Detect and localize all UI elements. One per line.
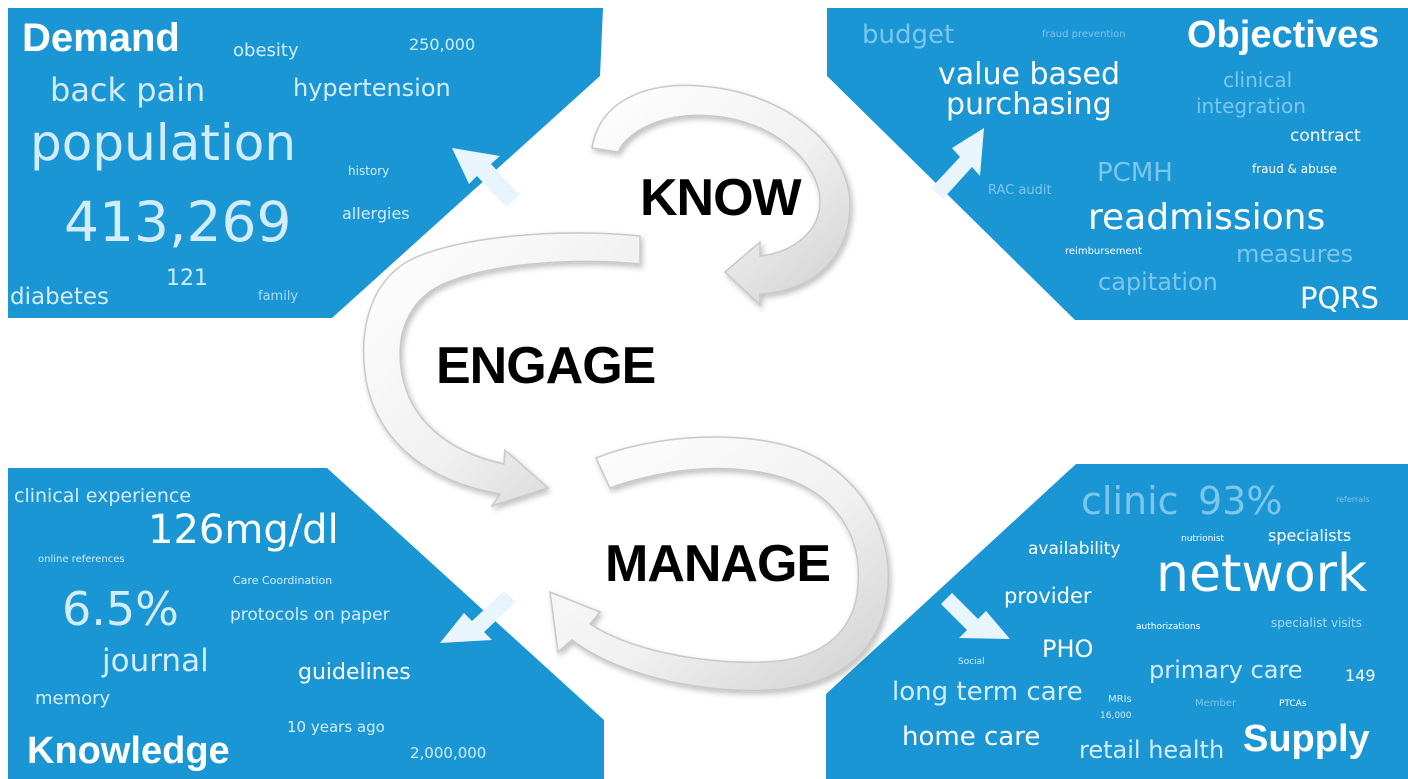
objectives-panel-background [827,8,1408,320]
objectives-word: PQRS [1300,281,1379,315]
manage-label: MANAGE [605,535,831,593]
knowledge-panel-background [8,468,604,779]
knowledge-word: protocols on paper [230,605,390,625]
demand-panel-background [8,8,603,318]
objectives-word: capitation [1098,268,1218,296]
knowledge-panel: clinical experience 126mg/dl online refe… [0,462,606,779]
supply-word: provider [1004,584,1092,608]
supply-word: 149 [1345,666,1376,685]
supply-word: network [1156,544,1368,604]
supply-word: MRIs [1108,694,1132,705]
objectives-word: reimbursement [1065,246,1142,257]
engage-loop-arrow [363,232,641,508]
objectives-word: purchasing [946,87,1112,122]
supply-word: retail health [1079,736,1225,764]
supply-word: referrals [1336,495,1370,504]
supply-word: authorizations [1136,622,1201,632]
demand-title: Demand [22,16,180,60]
supply-arrow-icon [941,593,1010,639]
supply-panel-background [826,464,1408,779]
knowledge-word: 126mg/dl [148,507,339,553]
objectives-word: fraud prevention [1042,29,1126,40]
knowledge-word: 2,000,000 [410,744,487,762]
knowledge-word: guidelines [298,660,411,685]
objectives-panel: budget fraud prevention Objectives value… [800,0,1408,322]
supply-word: PTCAs [1279,699,1307,709]
supply-panel: clinic 93% referrals nutrionist speciali… [826,462,1408,779]
supply-word: 16,000 [1100,711,1132,721]
demand-word: population [30,114,297,172]
objectives-word: contract [1290,126,1361,146]
supply-title: Supply [1243,718,1370,760]
demand-word: diabetes [10,284,109,310]
know-loop-arrow [591,84,851,307]
supply-word: 93% [1198,479,1283,523]
knowledge-word: Care Coordination [233,574,333,587]
manage-loop-arrow [549,436,890,692]
supply-word: Member [1195,698,1237,709]
objectives-word: PCMH [1097,158,1173,188]
knowledge-word: memory [35,688,111,709]
knowledge-word: clinical experience [14,485,192,507]
objectives-word: value based [938,57,1121,92]
demand-word: 250,000 [409,35,476,54]
objectives-word: clinical [1223,68,1293,92]
know-label: KNOW [640,169,802,227]
supply-word: specialists [1268,526,1352,545]
demand-word: history [348,164,390,178]
objectives-word: RAC audit [988,183,1052,198]
supply-word: nutrionist [1181,534,1225,544]
supply-word: specialist visits [1271,616,1362,630]
demand-word: allergies [342,204,410,223]
demand-word: 121 [166,266,208,291]
objectives-word: integration [1196,94,1306,118]
knowledge-title: Knowledge [27,730,230,772]
supply-word: clinic [1081,479,1179,523]
objectives-arrow-icon [931,128,984,199]
demand-word: back pain [50,71,206,109]
knowledge-word: online references [38,554,125,565]
objectives-word: budget [862,20,955,50]
knowledge-word: 6.5% [62,582,179,636]
engage-label: ENGAGE [436,337,656,395]
supply-word: Social [958,657,985,667]
supply-word: home care [902,722,1041,752]
objectives-word: fraud & abuse [1252,162,1337,176]
demand-panel: Demand obesity 250,000 back pain hyperte… [0,0,620,322]
knowledge-word: journal [102,643,209,679]
knowledge-arrow-icon [440,591,516,643]
supply-word: primary care [1149,656,1303,684]
objectives-word: measures [1236,240,1354,268]
supply-word: availability [1028,539,1121,559]
supply-word: PHO [1042,635,1094,663]
demand-word: family [258,289,299,304]
demand-arrow-icon [452,148,520,207]
demand-word: hypertension [293,74,451,102]
demand-word: 413,269 [64,190,292,254]
knowledge-word: 10 years ago [287,718,385,736]
demand-word: obesity [233,40,299,61]
objectives-word: readmissions [1088,197,1326,238]
supply-word: long term care [892,677,1083,707]
objectives-title: Objectives [1187,14,1380,56]
